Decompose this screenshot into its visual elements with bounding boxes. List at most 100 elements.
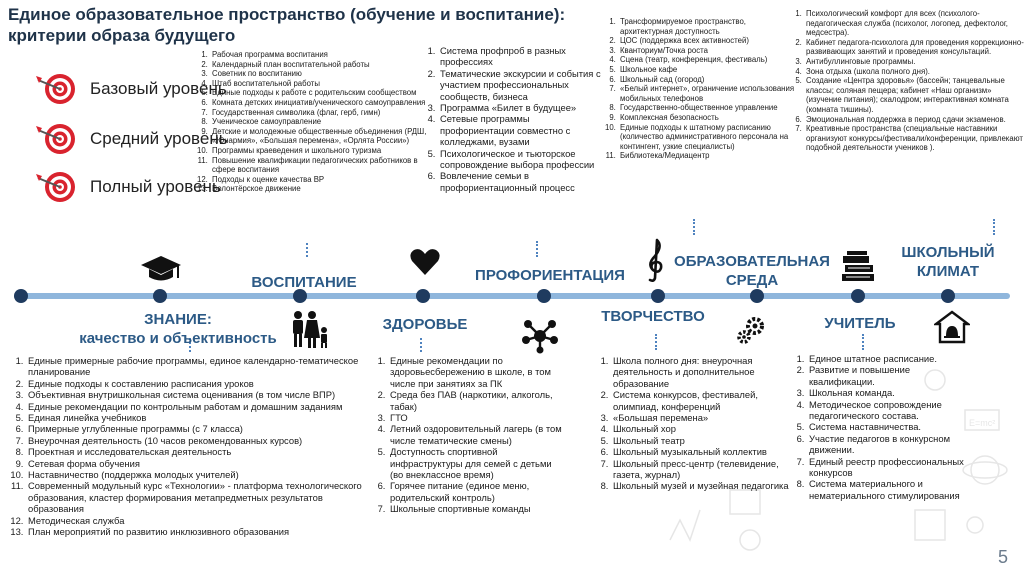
list-item: Сцена (театр, конференция, фестиваль) — [618, 55, 798, 65]
list-item: Программа «Билет в будущее» — [438, 102, 606, 113]
timeline-node — [537, 289, 551, 303]
list-item: Школьное кафе — [618, 65, 798, 75]
list-item: Участие педагогов в конкурсном движении. — [807, 433, 967, 456]
list-item: Система материального и нематериального … — [807, 478, 967, 501]
list-item: Кабинет педагога-психолога для проведени… — [804, 38, 1024, 57]
list-item: Проектная и исследовательская деятельнос… — [26, 446, 366, 457]
connector — [420, 338, 424, 352]
list-item: План мероприятий по развитию инклюзивног… — [26, 526, 366, 537]
legend-label: Базовый уровень — [90, 79, 227, 98]
list-item: Комната детских инициатив/ученического с… — [210, 98, 432, 108]
list-vospitanie: Рабочая программа воспитанияКалендарный … — [196, 50, 432, 194]
heart-icon — [410, 249, 440, 275]
list-item: Детские и молодежные общественные объеди… — [210, 127, 432, 146]
list-item: Школа полного дня: внеурочная деятельнос… — [611, 355, 791, 389]
list-item: Повышение квалификации педагогических ра… — [210, 156, 432, 175]
list-zdorovie: Единые рекомендации по здоровьесбережени… — [374, 355, 566, 515]
connector — [536, 241, 540, 257]
list-item: Кванториум/Точка роста — [618, 46, 798, 56]
list-item: Психологическое и тьюторское сопровожден… — [438, 148, 606, 171]
page-number: 5 — [997, 547, 1008, 567]
legend-label: Средний уровень — [90, 129, 228, 148]
list-item: Школьная команда. — [807, 387, 967, 398]
legend-full: Полный уровень — [36, 170, 221, 204]
legend-medium: Средний уровень — [36, 122, 228, 156]
timeline-bar — [14, 293, 1010, 299]
category-klimat: ШКОЛЬНЫЙ КЛИМАТ — [898, 243, 998, 281]
list-item: Школьный сад (огород) — [618, 75, 798, 85]
list-item: Сетевая форма обучения — [26, 458, 366, 469]
list-item: Объективная внутришкольная система оцени… — [26, 389, 366, 400]
list-item: «Большая перемена» — [611, 412, 791, 423]
category-znanie-line-1: ЗНАНИЕ: — [144, 311, 212, 328]
list-item: Штаб воспитательной работы — [210, 79, 432, 89]
list-item: Единые подходы к работе с родительским с… — [210, 88, 432, 98]
timeline-node — [750, 289, 764, 303]
list-item: Школьный музыкальный коллектив — [611, 446, 791, 457]
list-item: Волонтёрское движение — [210, 184, 432, 194]
list-item: Доступность спортивной инфраструктуры дл… — [388, 446, 566, 480]
list-item: Библиотека/Медиацентр — [618, 151, 798, 161]
list-item: Наставничество (поддержка молодых учител… — [26, 469, 366, 480]
list-item: Методическая служба — [26, 515, 366, 526]
graduation-cap-icon — [141, 256, 181, 281]
list-item: Государственно-общественное управление — [618, 103, 798, 113]
category-vospitanie: ВОСПИТАНИЕ — [251, 274, 357, 291]
list-item: Сетевые программы профориентации совмест… — [438, 113, 606, 147]
page-title: Единое образовательное пространство (обу… — [8, 4, 568, 46]
page-title-line-1: Единое образовательное пространство (обу… — [8, 5, 566, 24]
list-znanie: Единые примерные рабочие программы, един… — [12, 355, 366, 538]
list-item: Единые подходы к штатному расписанию (ко… — [618, 123, 798, 152]
list-item: Единые подходы к составлению расписания … — [26, 378, 366, 389]
timeline-node — [14, 289, 28, 303]
list-item: Методическое сопровождение педагогическо… — [807, 399, 967, 422]
list-item: Развитие и повышение квалификации. — [807, 364, 967, 387]
family-icon — [293, 311, 327, 348]
list-item: Летний оздоровительный лагерь (в том чис… — [388, 423, 566, 446]
list-item: Календарный план воспитательной работы — [210, 60, 432, 70]
list-item: Современный модульный курс «Технологии» … — [26, 480, 366, 514]
list-item: Школьный музей и музейная педагогика — [611, 480, 791, 491]
category-sreda: ОБРАЗОВАТЕЛЬНАЯ СРЕДА — [672, 252, 832, 290]
list-item: Ученическое самоуправление — [210, 117, 432, 127]
list-item: Психологический комфорт для всех (психол… — [804, 9, 1024, 38]
books-icon — [842, 251, 874, 281]
list-item: Создание «Центра здоровья» (бассейн; тан… — [804, 76, 1024, 114]
category-sreda-line-1: ОБРАЗОВАТЕЛЬНАЯ — [674, 253, 830, 270]
list-item: «Белый интернет», ограничение использова… — [618, 84, 798, 103]
list-item: Рабочая программа воспитания — [210, 50, 432, 60]
list-item: Креативные пространства (специальные нас… — [804, 124, 1024, 153]
target-icon — [36, 124, 75, 154]
connector — [693, 219, 697, 235]
school-climate-icon — [934, 310, 970, 344]
list-item: Школьный театр — [611, 435, 791, 446]
legend-basic: Базовый уровень — [36, 72, 227, 106]
list-item: ГТО — [388, 412, 566, 423]
connector — [189, 338, 193, 352]
list-item: Вовлечение семьи в профориентационный пр… — [438, 170, 606, 193]
page-title-line-2: критерии образа будущего — [8, 26, 236, 45]
list-klimat: Психологический комфорт для всех (психол… — [790, 9, 1024, 153]
list-item: Подходы к оценке качества ВР — [210, 175, 432, 185]
timeline-node — [941, 289, 955, 303]
category-klimat-line-1: ШКОЛЬНЫЙ — [901, 244, 995, 261]
list-item: Эмоциональная поддержка в период сдачи э… — [804, 115, 1024, 125]
list-item: Школьный пресс-центр (телевидение, газет… — [611, 458, 791, 481]
gears-icon — [737, 317, 764, 344]
timeline-node — [293, 289, 307, 303]
svg-text:E=mc²: E=mc² — [969, 418, 995, 428]
timeline-node — [153, 289, 167, 303]
timeline-node — [851, 289, 865, 303]
timeline-node — [651, 289, 665, 303]
list-item: ЦОС (поддержка всех активностей) — [618, 36, 798, 46]
background-doodles — [669, 489, 761, 551]
list-item: Школьные спортивные команды — [388, 503, 566, 514]
connector — [862, 334, 866, 350]
connector — [655, 334, 659, 350]
list-item: Примерные углубленные программы (с 7 кла… — [26, 423, 366, 434]
list-item: Школьный хор — [611, 423, 791, 434]
list-item: Зона отдыха (школа полного дня). — [804, 67, 1024, 77]
category-tvorchestvo: ТВОРЧЕСТВО — [601, 308, 705, 325]
list-proforientatsiya: Система профпроб в разных профессияхТема… — [424, 45, 606, 193]
list-item: Горячее питание (единое меню, родительск… — [388, 480, 566, 503]
